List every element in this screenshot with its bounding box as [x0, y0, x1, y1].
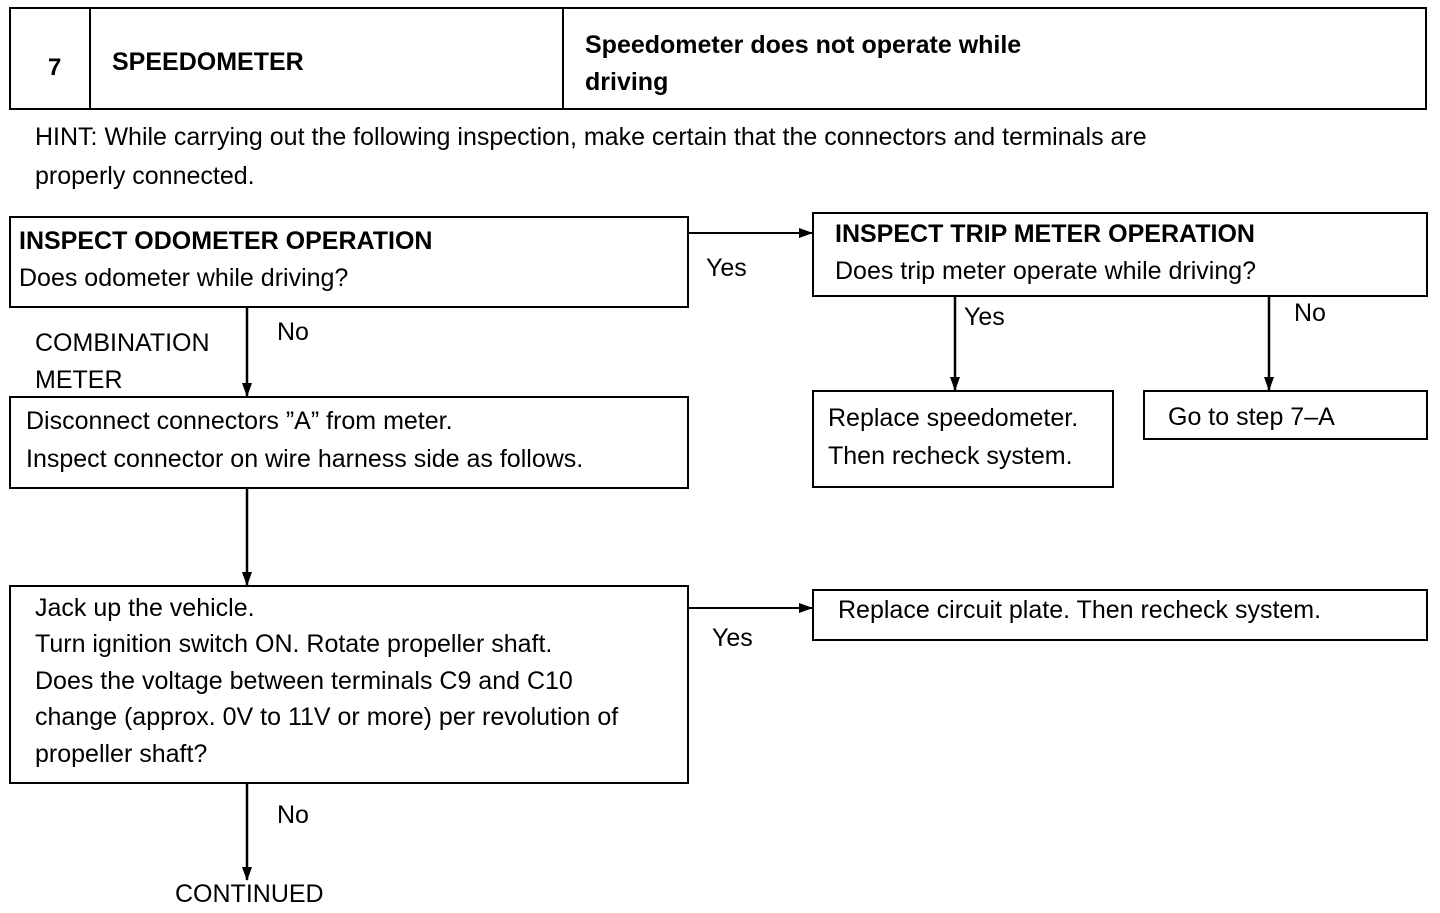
label-yes-odometer: Yes — [706, 254, 747, 282]
hint-line-1: HINT: While carrying out the following i… — [35, 123, 1147, 151]
step-number: 7 — [48, 54, 62, 81]
odometer-inspection-box — [9, 216, 689, 308]
label-continued: CONTINUED — [175, 880, 324, 908]
label-combination-meter-1: COMBINATION — [35, 329, 210, 357]
voltage-check-line-1: Jack up the vehicle. — [35, 594, 255, 622]
trip-meter-inspection-box — [812, 212, 1428, 297]
label-no-trip: No — [1294, 299, 1326, 327]
go-to-step-text: Go to step 7–A — [1168, 403, 1335, 431]
voltage-check-line-2: Turn ignition switch ON. Rotate propelle… — [35, 630, 553, 658]
disconnect-connectors-box — [9, 396, 689, 489]
disconnect-line-2: Inspect connector on wire harness side a… — [26, 445, 584, 473]
replace-speedometer-box — [812, 390, 1114, 488]
symptom-line-2: driving — [585, 68, 669, 96]
replace-speedometer-line-2: Then recheck system. — [828, 442, 1073, 470]
odometer-question: Does odometer while driving? — [19, 264, 349, 292]
replace-circuit-plate-text: Replace circuit plate. Then recheck syst… — [838, 596, 1322, 624]
voltage-check-line-3: Does the voltage between terminals C9 an… — [35, 667, 573, 695]
trip-meter-title: INSPECT TRIP METER OPERATION — [835, 220, 1255, 248]
trip-meter-question: Does trip meter operate while driving? — [835, 257, 1257, 285]
step-title: SPEEDOMETER — [112, 48, 304, 76]
disconnect-line-1: Disconnect connectors ”A” from meter. — [26, 407, 453, 435]
voltage-check-line-4: change (approx. 0V to 11V or more) per r… — [35, 703, 619, 731]
label-no-odometer: No — [277, 318, 309, 346]
go-to-step-box — [1143, 390, 1428, 440]
symptom-line-1: Speedometer does not operate while — [585, 31, 1022, 59]
label-yes-voltage: Yes — [712, 624, 753, 652]
voltage-check-box — [9, 585, 689, 784]
label-yes-trip: Yes — [964, 303, 1005, 331]
voltage-check-line-5: propeller shaft? — [35, 740, 208, 768]
hint-line-2: properly connected. — [35, 162, 255, 190]
label-no-voltage: No — [277, 801, 309, 829]
odometer-title: INSPECT ODOMETER OPERATION — [19, 227, 433, 255]
replace-speedometer-line-1: Replace speedometer. — [828, 404, 1079, 432]
label-combination-meter-2: METER — [35, 366, 123, 394]
replace-circuit-plate-box — [812, 589, 1428, 641]
step-header — [9, 7, 1427, 110]
